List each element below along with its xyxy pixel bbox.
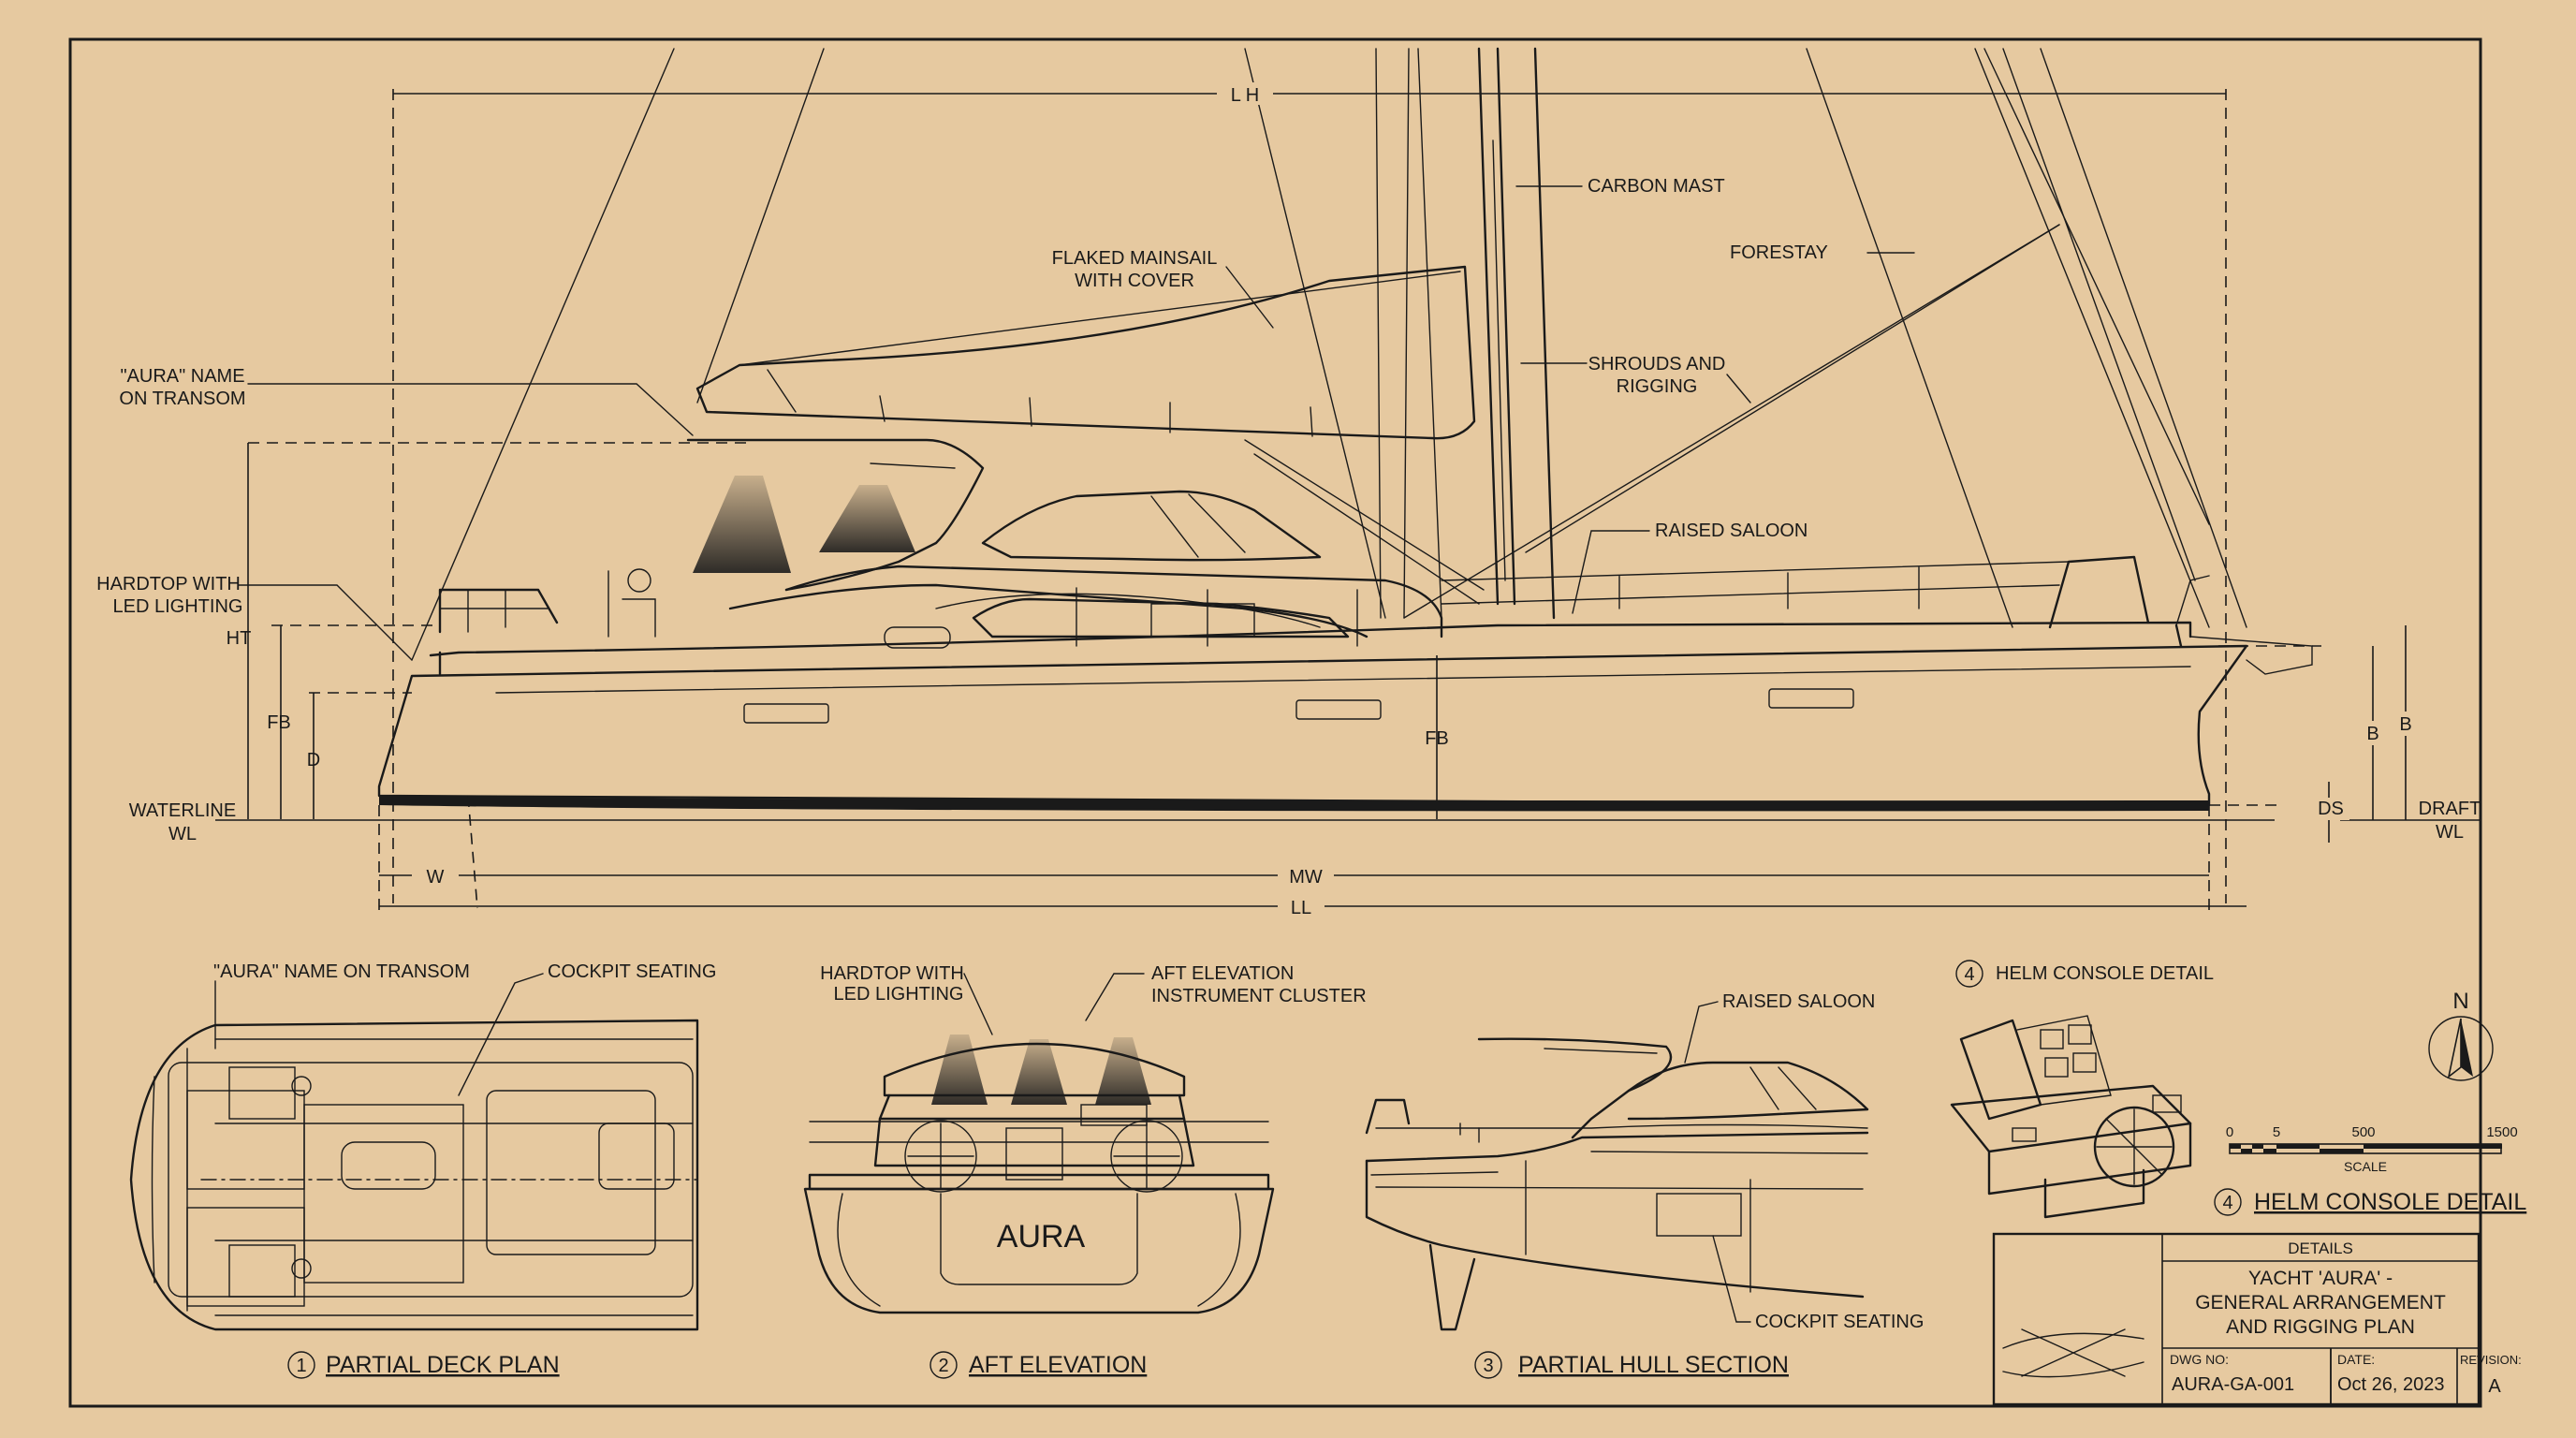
callout-mainsail-2: WITH COVER bbox=[1075, 271, 1194, 291]
callout-forestay: FORESTAY bbox=[1730, 242, 1828, 263]
callout-aura-name-2: ON TRANSOM bbox=[119, 389, 245, 409]
hull-callout-seating: COCKPIT SEATING bbox=[1755, 1312, 1924, 1332]
aft-transom-name: AURA bbox=[997, 1219, 1086, 1255]
wl-right-label: WL bbox=[2436, 822, 2464, 843]
helm-title: HELM CONSOLE DETAIL bbox=[2254, 1189, 2526, 1215]
led-beam-2 bbox=[819, 485, 915, 552]
rigging-lines bbox=[411, 48, 2247, 661]
deck-plan-view: "AURA" NAME ON TRANSOM COCKPIT SEATING 1… bbox=[129, 961, 716, 1379]
dim-ds: DS bbox=[2318, 799, 2344, 819]
date-label: DATE: bbox=[2337, 1352, 2375, 1367]
title-block-title-3: AND RIGGING PLAN bbox=[2226, 1316, 2415, 1338]
north-label: N bbox=[2452, 989, 2468, 1014]
dim-b-1: B bbox=[2366, 724, 2378, 744]
dim-fb-left: FB bbox=[267, 712, 291, 733]
deck-plan-number-circle bbox=[287, 1351, 315, 1379]
callout-raised-saloon: RAISED SALOON bbox=[1655, 521, 1808, 541]
aft-transom bbox=[803, 1187, 1275, 1314]
dim-mw: MW bbox=[1289, 867, 1323, 888]
helm-number-top: 4 bbox=[1964, 964, 1974, 985]
revision-value: A bbox=[2488, 1376, 2501, 1397]
dimension-labels: L H HT FB D WATERLINE WL FB W MW LL B B … bbox=[129, 82, 2481, 918]
callout-carbon-mast: CARBON MAST bbox=[1588, 176, 1725, 197]
title-block-title-1: YACHT 'AURA' - bbox=[2248, 1268, 2393, 1289]
waterline-label: WATERLINE bbox=[129, 800, 236, 821]
saloon-windows bbox=[981, 490, 1322, 562]
hardtop bbox=[686, 438, 985, 592]
scale-tick-500: 500 bbox=[2351, 1124, 2375, 1140]
dim-ll: LL bbox=[1291, 898, 1311, 918]
aft-callout-aft-1: AFT ELEVATION bbox=[1151, 963, 1294, 984]
scale-bar: 0 5 500 1500 SCALE bbox=[2226, 1124, 2518, 1174]
dimension-lines bbox=[215, 89, 2481, 913]
callout-shrouds-1: SHROUDS AND bbox=[1588, 354, 1726, 374]
title-block: DETAILS YACHT 'AURA' - GENERAL ARRANGEME… bbox=[1992, 1232, 2522, 1406]
hull-callout-saloon: RAISED SALOON bbox=[1722, 991, 1875, 1012]
helm-detail-view: 4 HELM CONSOLE DETAIL 4 HELM CONSOLE DET… bbox=[1950, 960, 2526, 1219]
deck-plan-number: 1 bbox=[296, 1356, 306, 1376]
aft-number-circle bbox=[929, 1351, 958, 1379]
callout-aura-name-1: "AURA" NAME bbox=[120, 366, 244, 387]
aft-callout-hardtop-1: HARDTOP WITH bbox=[820, 963, 964, 984]
hull-section-view: RAISED SALOON COCKPIT SEATING 3 PARTIAL … bbox=[1365, 991, 1924, 1379]
deck-plan-title: PARTIAL DECK PLAN bbox=[326, 1352, 560, 1378]
helm-number: 4 bbox=[2222, 1193, 2232, 1213]
helm-number-circle bbox=[2214, 1188, 2242, 1216]
aft-title: AFT ELEVATION bbox=[969, 1352, 1147, 1378]
dim-b-2: B bbox=[2399, 714, 2411, 735]
callout-hardtop-1: HARDTOP WITH bbox=[96, 574, 241, 594]
carbon-mast bbox=[1477, 47, 1556, 620]
scale-tick-1500: 1500 bbox=[2486, 1124, 2517, 1140]
aft-callout-hardtop-2: LED LIGHTING bbox=[834, 984, 964, 1005]
north-arrow: N bbox=[2428, 989, 2494, 1081]
dim-d: D bbox=[307, 750, 320, 770]
hull-section-hull bbox=[1365, 1159, 1865, 1299]
dim-w: W bbox=[427, 867, 445, 888]
sheet-border bbox=[68, 37, 2482, 1408]
revision-label: REVISION: bbox=[2460, 1353, 2522, 1367]
title-block-header: DETAILS bbox=[2288, 1240, 2353, 1257]
helm-number-top-circle bbox=[1955, 960, 1983, 988]
date-value: Oct 26, 2023 bbox=[2337, 1374, 2445, 1395]
mainsail-cover bbox=[695, 265, 1476, 440]
aft-number: 2 bbox=[938, 1356, 948, 1376]
hull-number: 3 bbox=[1483, 1356, 1493, 1376]
deck-callout-seating: COCKPIT SEATING bbox=[548, 961, 716, 982]
helm-callout: HELM CONSOLE DETAIL bbox=[1996, 963, 2214, 984]
callout-shrouds-2: RIGGING bbox=[1617, 376, 1698, 397]
dim-fb-mid: FB bbox=[1425, 728, 1449, 749]
deck-callout-aura: "AURA" NAME ON TRANSOM bbox=[213, 961, 470, 982]
dwg-label: DWG NO: bbox=[2170, 1352, 2229, 1367]
title-block-title-2: GENERAL ARRANGEMENT bbox=[2195, 1292, 2446, 1313]
callout-mainsail-1: FLAKED MAINSAIL bbox=[1052, 248, 1218, 269]
aft-callout-aft-2: INSTRUMENT CLUSTER bbox=[1151, 986, 1367, 1006]
wl-left-label: WL bbox=[168, 824, 197, 844]
hull-number-circle bbox=[1474, 1351, 1502, 1379]
dim-lh: L H bbox=[1231, 85, 1259, 106]
callout-hardtop-2: LED LIGHTING bbox=[113, 596, 243, 617]
dwg-value: AURA-GA-001 bbox=[2172, 1374, 2294, 1395]
draft-label: DRAFT bbox=[2419, 799, 2481, 819]
dim-ht: HT bbox=[227, 628, 252, 649]
profile-callouts: "AURA" NAME ON TRANSOM HARDTOP WITH LED … bbox=[96, 176, 1915, 661]
profile-view bbox=[377, 47, 2313, 812]
scale-tick-0: 0 bbox=[2226, 1124, 2233, 1140]
hull-title: PARTIAL HULL SECTION bbox=[1518, 1352, 1789, 1378]
aft-elevation-view: AURA HARDTOP WITH LED LIGHTING AFT ELEVA… bbox=[803, 963, 1367, 1379]
scale-tick-5: 5 bbox=[2273, 1124, 2280, 1140]
scale-label: SCALE bbox=[2344, 1159, 2387, 1174]
led-beam-1 bbox=[693, 476, 791, 573]
